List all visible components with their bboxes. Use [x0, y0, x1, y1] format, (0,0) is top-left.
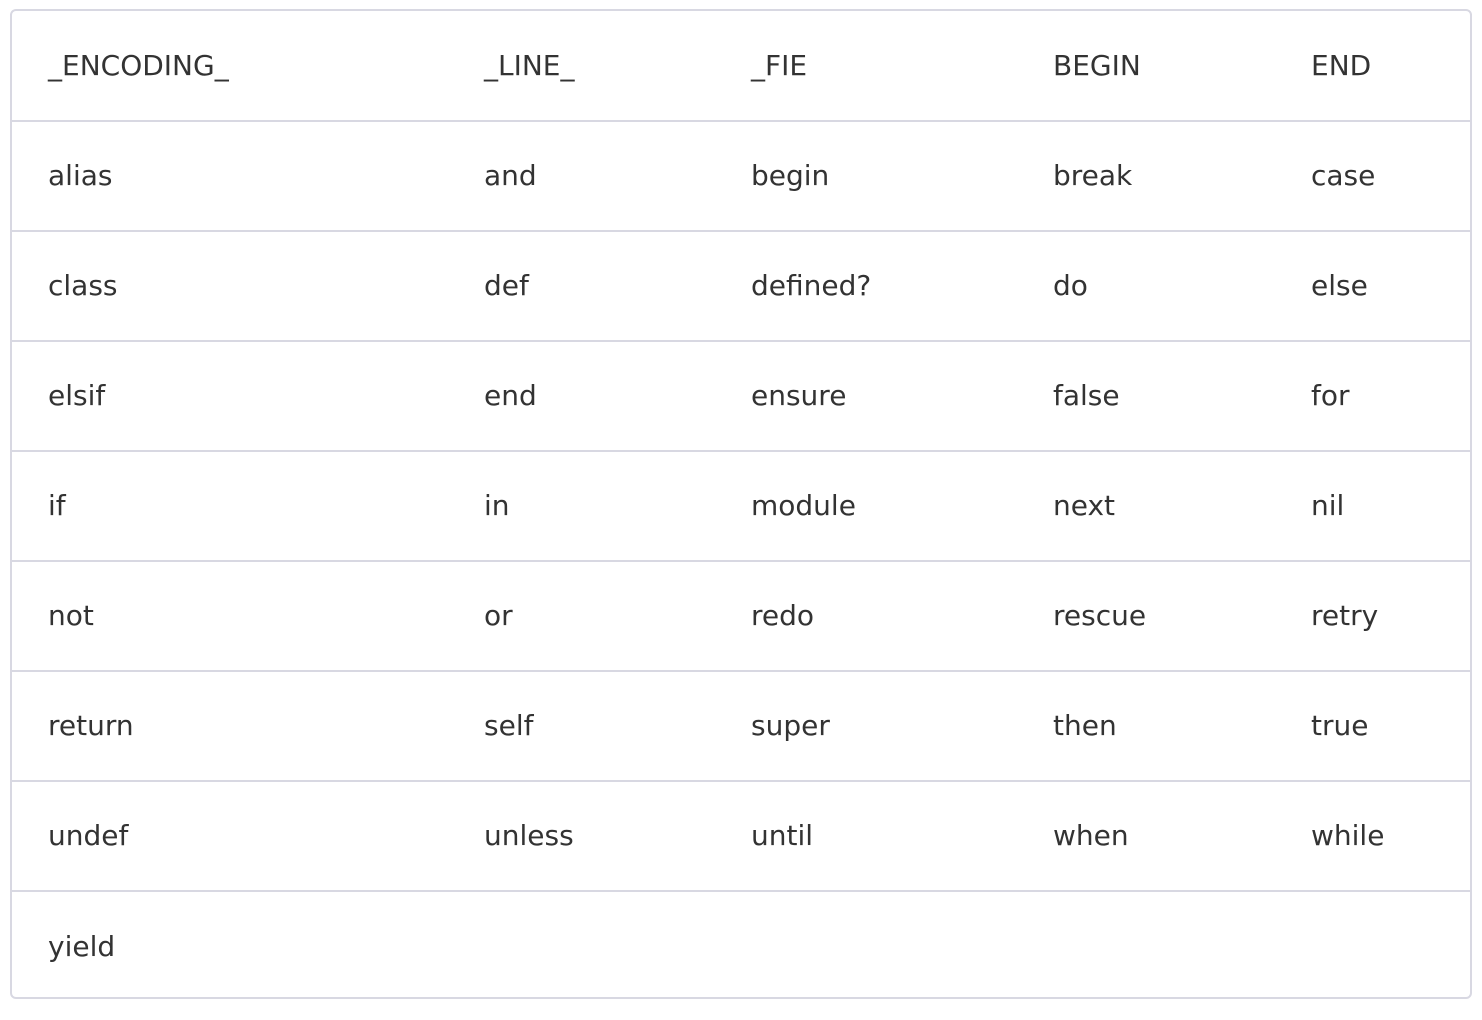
table-cell: case: [1275, 120, 1470, 231]
table-cell: then: [1017, 670, 1275, 781]
table-cell: if: [12, 450, 448, 561]
table-row: class def defined? do else: [12, 230, 1470, 341]
table-cell: do: [1017, 230, 1275, 341]
table-cell: nil: [1275, 450, 1470, 561]
table-cell: [1275, 890, 1470, 997]
table-cell: [715, 890, 1017, 997]
table-cell: self: [448, 670, 715, 781]
table-cell: next: [1017, 450, 1275, 561]
table-cell: undef: [12, 780, 448, 891]
table-cell: not: [12, 560, 448, 671]
table-row: not or redo rescue retry: [12, 560, 1470, 671]
table-cell: END: [1311, 48, 1372, 82]
table-cell: unless: [448, 780, 715, 891]
table-cell: return: [12, 670, 448, 781]
table-cell: rescue: [1017, 560, 1275, 671]
table-cell: _FIE: [751, 48, 808, 82]
table-cell: BEGIN: [1053, 48, 1141, 82]
table-cell: alias: [12, 120, 448, 231]
table-cell: class: [12, 230, 448, 341]
table-row: _ENCODING_ _LINE_ _FIE BEGIN END: [12, 11, 1470, 121]
table-cell: in: [448, 450, 715, 561]
table-row: elsif end ensure false for: [12, 340, 1470, 451]
table-cell: redo: [715, 560, 1017, 671]
table-cell: else: [1275, 230, 1470, 341]
table-cell: while: [1275, 780, 1470, 891]
table-row: undef unless until when while: [12, 780, 1470, 891]
table-row: alias and begin break case: [12, 120, 1470, 231]
table-cell: or: [448, 560, 715, 671]
keywords-table: _ENCODING_ _LINE_ _FIE BEGIN END alias a…: [12, 11, 1470, 997]
table-cell: and: [448, 120, 715, 231]
table-cell: until: [715, 780, 1017, 891]
table-cell: false: [1017, 340, 1275, 451]
table-cell: break: [1017, 120, 1275, 231]
table-cell: _ENCODING_: [48, 48, 229, 82]
table-cell: [448, 890, 715, 997]
table-row: return self super then true: [12, 670, 1470, 781]
table-cell: elsif: [12, 340, 448, 451]
keywords-table-container: _ENCODING_ _LINE_ _FIE BEGIN END alias a…: [10, 9, 1472, 999]
table-cell: true: [1275, 670, 1470, 781]
table-cell: _LINE_: [484, 48, 575, 82]
table-cell: when: [1017, 780, 1275, 891]
table-cell: defined?: [715, 230, 1017, 341]
table-cell: def: [448, 230, 715, 341]
table-cell: [1017, 890, 1275, 997]
table-cell: module: [715, 450, 1017, 561]
table-cell: retry: [1275, 560, 1470, 671]
table-cell: end: [448, 340, 715, 451]
table-cell: for: [1275, 340, 1470, 451]
table-cell: super: [715, 670, 1017, 781]
table-row: if in module next nil: [12, 450, 1470, 561]
table-cell: ensure: [715, 340, 1017, 451]
table-row: yield: [12, 890, 1470, 997]
table-cell: yield: [12, 890, 448, 997]
table-cell: begin: [715, 120, 1017, 231]
